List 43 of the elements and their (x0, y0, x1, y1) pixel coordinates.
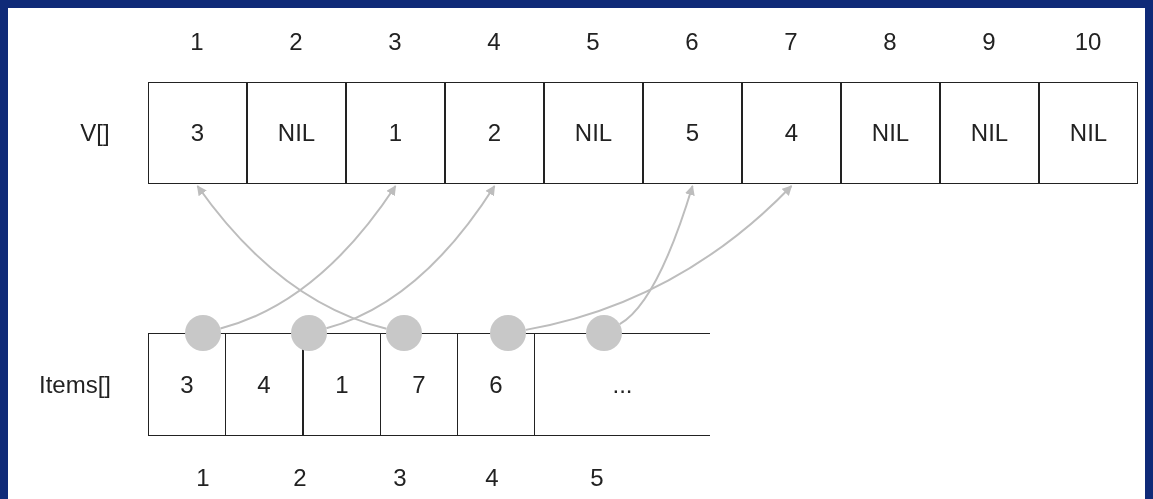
array-cell: NIL (247, 82, 346, 184)
index-number: 6 (685, 28, 699, 56)
array-cell: 4 (225, 333, 303, 436)
pointer-dot (586, 315, 622, 351)
array-cell: 3 (148, 82, 247, 184)
array-cell: 1 (346, 82, 445, 184)
array-cell: 4 (742, 82, 841, 184)
index-number: 7 (784, 28, 798, 56)
array-name: Items[] (39, 371, 111, 399)
index-number: 2 (293, 464, 307, 492)
pointer-dot (185, 315, 221, 351)
array-cell: NIL (940, 82, 1039, 184)
pointer-arrow (325, 185, 496, 330)
array-cell: 6 (457, 333, 535, 436)
index-number: 9 (982, 28, 996, 56)
pointer-arrow (196, 185, 388, 330)
pointer-arrow (618, 185, 695, 326)
array-cell: ... (535, 333, 710, 436)
index-number: 3 (388, 28, 402, 56)
index-number: 10 (1074, 28, 1102, 56)
pointer-dot (291, 315, 327, 351)
index-number: 1 (196, 464, 210, 492)
array-cell: 5 (643, 82, 742, 184)
index-number: 1 (190, 28, 204, 56)
index-number: 5 (590, 464, 604, 492)
pointer-dot (490, 315, 526, 351)
index-number: 4 (487, 28, 501, 56)
array-cell: 3 (148, 333, 226, 436)
index-number: 3 (393, 464, 407, 492)
array-cell: NIL (544, 82, 643, 184)
array-cell: NIL (1039, 82, 1138, 184)
index-number: 2 (289, 28, 303, 56)
array-cell: 2 (445, 82, 544, 184)
pointer-arrow (219, 185, 397, 330)
pointer-dot (386, 315, 422, 351)
array-cell: NIL (841, 82, 940, 184)
index-number: 8 (883, 28, 897, 56)
index-number: 5 (586, 28, 600, 56)
array-cell: 7 (380, 333, 458, 436)
array-name: V[] (80, 119, 110, 147)
array-cell: 1 (303, 333, 381, 436)
index-number: 4 (485, 464, 499, 492)
pointer-arrow (524, 185, 793, 331)
